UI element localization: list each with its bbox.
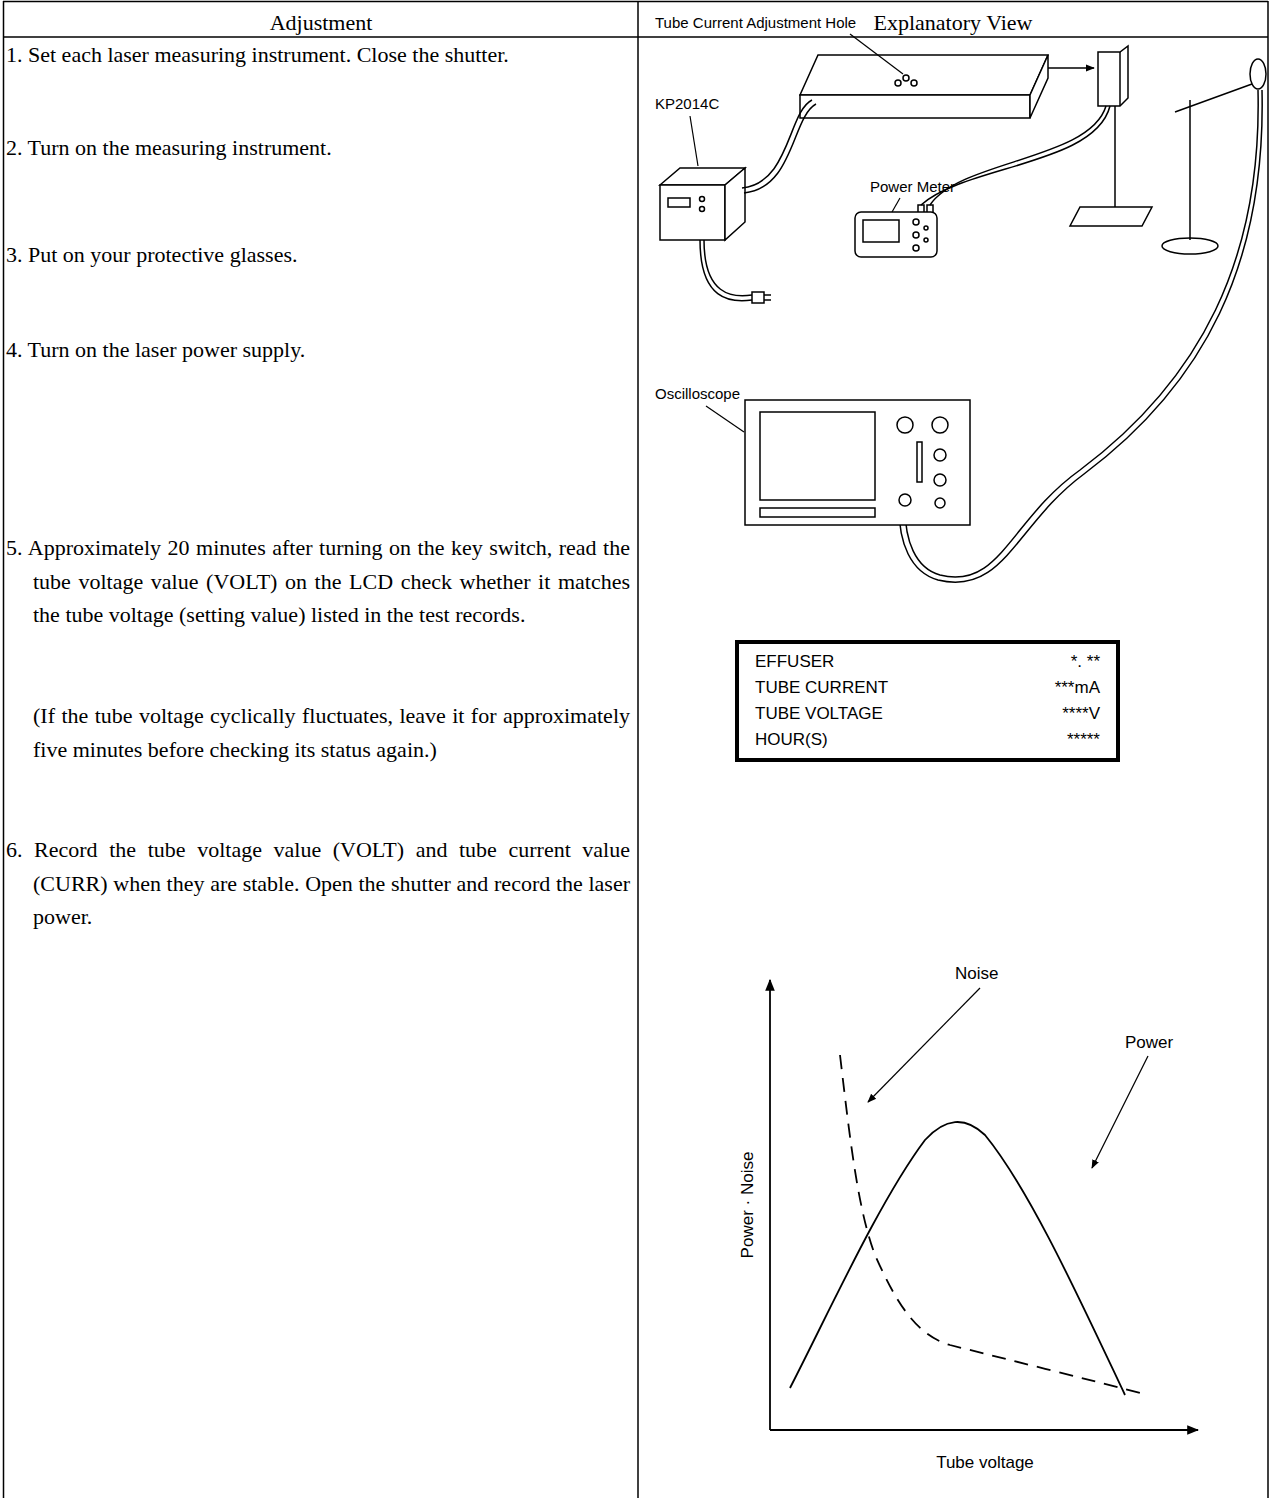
power-plug — [752, 292, 771, 303]
step-note: (If the tube voltage cyclically fluctuat… — [33, 699, 630, 766]
leader-line — [706, 406, 744, 432]
step-text: 2. Turn on the measuring instrument. — [6, 131, 630, 165]
lcd-display: EFFUSER *. ** TUBE CURRENT ***mA TUBE VOLTAG… — [735, 640, 1120, 762]
leader-arrow — [1092, 1056, 1148, 1168]
column-header: Adjustment — [4, 6, 638, 40]
part-label: KP2014C — [655, 93, 775, 115]
axis-label: Tube voltage — [905, 1452, 1065, 1474]
curve-label: Power — [1125, 1032, 1205, 1054]
step-text: 5. Approximately 20 minutes after turnin… — [6, 531, 630, 632]
power-cord — [700, 240, 752, 301]
leader-arrow — [868, 988, 980, 1102]
step-text: 3. Put on your protective glasses. — [6, 238, 630, 272]
beam-arrow — [1048, 67, 1094, 69]
power-supply — [660, 168, 745, 240]
laser-head — [800, 55, 1048, 118]
display-value: ***** — [1055, 730, 1100, 750]
leader-line — [690, 116, 698, 166]
step-text: 6. Record the tube voltage value (VOLT) … — [6, 833, 630, 934]
display-field: EFFUSER — [755, 652, 888, 672]
head-cable — [744, 104, 816, 193]
display-field: HOUR(S) — [755, 730, 888, 750]
oscilloscope — [745, 400, 970, 525]
power-cord — [704, 240, 752, 296]
curve-label: Noise — [955, 963, 1035, 985]
power-sensor — [1070, 46, 1152, 226]
sensor-cable — [930, 106, 1106, 205]
step-text: 4. Turn on the laser power supply. — [6, 333, 630, 367]
display-value: ****V — [1055, 704, 1100, 724]
display-field: TUBE VOLTAGE — [755, 704, 888, 724]
table-grid — [3, 1, 1268, 1498]
power-curve — [790, 1122, 1125, 1395]
display-value: ***mA — [1055, 678, 1100, 698]
leader-line — [892, 198, 900, 212]
part-label: Oscilloscope — [655, 383, 785, 405]
display-field: TUBE CURRENT — [755, 678, 888, 698]
axis-label: Power · Noise — [737, 1125, 759, 1285]
display-value: *. ** — [1055, 652, 1100, 672]
power-meter — [855, 205, 937, 257]
leader-line — [850, 34, 903, 74]
part-label: Power Meter — [870, 176, 1000, 198]
step-text: 1. Set each laser measuring instrument. … — [6, 38, 630, 72]
part-label: Tube Current Adjustment Hole — [655, 12, 915, 34]
